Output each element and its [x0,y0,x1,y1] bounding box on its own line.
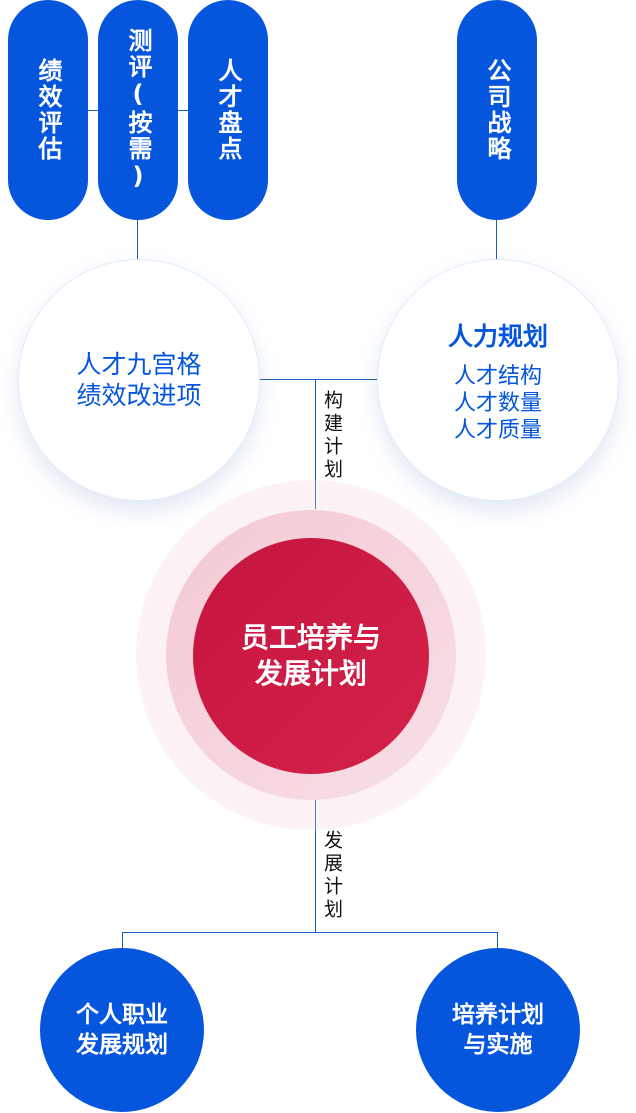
circle-career-plan: 个人职业发展规划 [40,948,204,1112]
circle-line: 个人职业 [76,1002,168,1028]
connector-line [137,220,138,260]
pill-talent-review: 人才盘点 [188,0,268,220]
pill-label: 测评(按需) [124,28,152,192]
pill-performance-evaluation: 绩效评估 [8,0,88,220]
connector-line [122,932,123,950]
center-line: 发展计划 [254,657,367,690]
pill-label: 绩效评估 [34,58,62,162]
circle-line: 发展规划 [76,1032,168,1058]
circle-line: 培养计划 [452,1002,544,1028]
circle-line: 人才九宫格 [76,350,202,379]
center-circle-employee-development: 员工培养与 发展计划 [193,538,429,774]
pill-company-strategy: 公司战略 [457,0,537,220]
circle-training-implementation: 培养计划与实施 [416,948,580,1112]
connector-line [88,110,98,111]
circle-nine-box: 人才九宫格 绩效改进项 [18,259,260,501]
label-development-plan: 发展计划 [321,830,343,922]
circle-line: 人才数量 [453,390,542,416]
connector-line [315,800,316,932]
circle-line: 与实施 [463,1032,533,1058]
pill-label: 人才盘点 [214,58,242,162]
pill-assessment: 测评(按需) [98,0,178,220]
connector-line [258,379,378,380]
center-line: 员工培养与 [240,621,381,654]
connector-line [496,220,497,260]
connector-line [315,379,316,509]
pill-label: 公司战略 [483,58,511,162]
circle-title: 人力规划 [447,321,548,351]
circle-line: 人才结构 [453,363,542,389]
circle-workforce-planning: 人力规划 人才结构 人才数量 人才质量 [377,259,619,501]
circle-line: 人才质量 [453,417,542,443]
label-build-plan: 构建计划 [321,390,343,482]
connector-line [497,932,498,950]
connector-line [122,932,498,933]
connector-line [178,110,188,111]
circle-line: 绩效改进项 [76,381,202,410]
